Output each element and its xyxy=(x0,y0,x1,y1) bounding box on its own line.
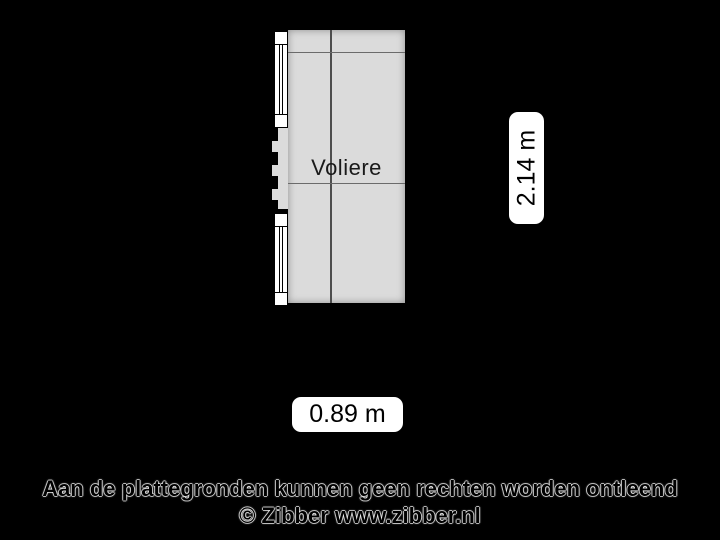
grid-line-vertical xyxy=(330,30,332,303)
dimension-width-value: 0.89 m xyxy=(309,400,386,428)
door-swing-path xyxy=(205,225,274,295)
door-swing-arc xyxy=(205,225,274,295)
door-glass xyxy=(275,227,287,292)
door-glass-line xyxy=(278,227,280,292)
door-frame-cap xyxy=(275,214,287,227)
window-frame-cap xyxy=(275,114,287,127)
door-symbol xyxy=(274,213,288,306)
dimension-cap-left xyxy=(282,405,285,420)
window-glass xyxy=(275,45,287,114)
grid-line-horizontal-1 xyxy=(288,52,405,53)
disclaimer-text: Aan de plattegronden kunnen geen rechten… xyxy=(42,476,678,501)
dashed-open-wall xyxy=(271,128,278,209)
door-glass-line xyxy=(281,227,283,292)
window-glass-line xyxy=(281,45,283,114)
copyright-text: © Zibber www.zibber.nl xyxy=(239,503,481,528)
room-label: Voliere xyxy=(311,155,382,180)
door-frame-cap xyxy=(275,292,287,305)
room-floor: Voliere xyxy=(288,30,405,303)
dimension-height-value: 2.14 m xyxy=(512,129,540,207)
dimension-label-height: 2.14 m xyxy=(509,112,544,224)
dimension-cap-bottom xyxy=(516,302,537,305)
window-frame-cap xyxy=(275,32,287,45)
dimension-label-width: 0.89 m xyxy=(292,397,403,432)
window-symbol xyxy=(274,31,288,128)
window-glass-line xyxy=(278,45,280,114)
dimension-cap-right xyxy=(402,405,405,420)
grid-line-horizontal-2 xyxy=(288,183,405,184)
dimension-cap-top xyxy=(516,27,537,30)
